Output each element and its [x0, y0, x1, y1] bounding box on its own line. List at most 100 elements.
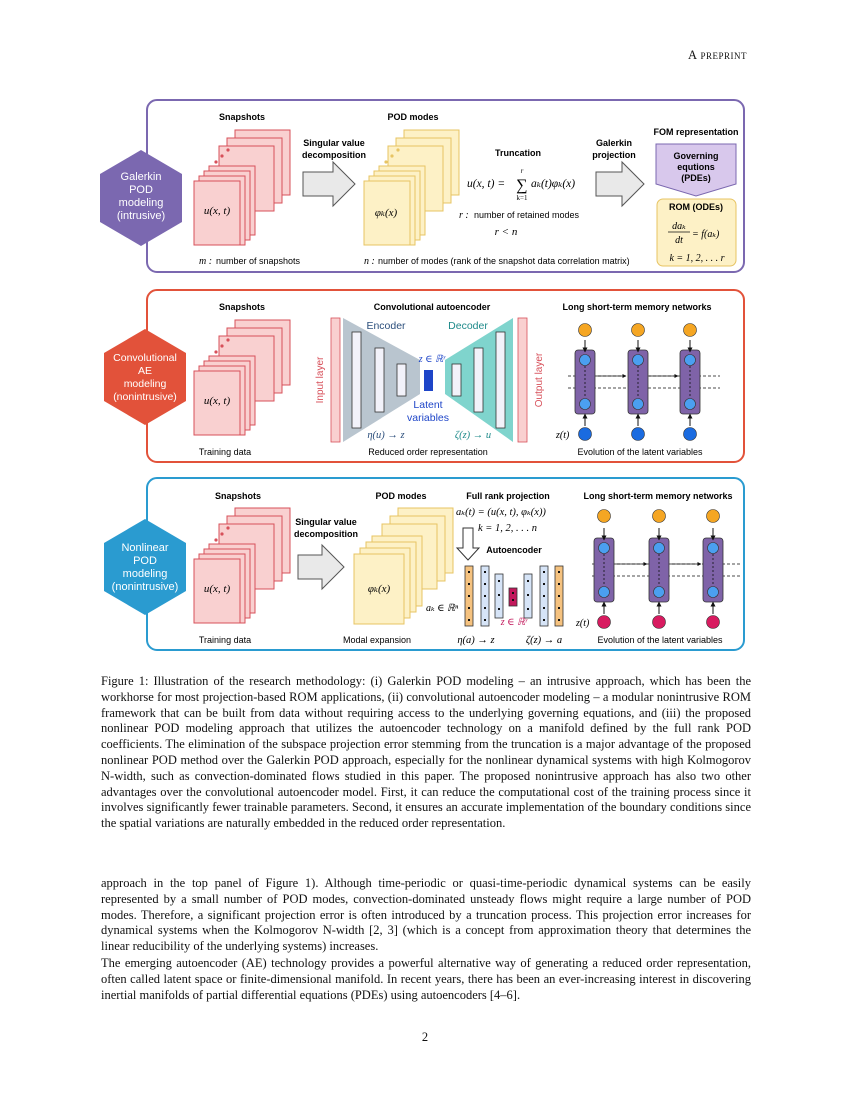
snapshot-dots — [214, 526, 230, 542]
hex-label-line: POD — [133, 555, 157, 567]
fom-box-line: equtions — [677, 162, 715, 172]
snapshots-title: Snapshots — [219, 302, 265, 312]
r-lt-n: r < n — [495, 226, 518, 238]
down-arrow — [455, 527, 481, 561]
pod-mode-stack — [363, 129, 460, 246]
rom-k: k = 1, 2, . . . r — [669, 253, 724, 264]
ak-label: aₖ ∈ ℝⁿ — [426, 603, 459, 614]
decoder-map: ζ(z) → u — [455, 430, 491, 441]
n-variable: n : — [364, 256, 375, 267]
svd-arrow — [302, 160, 356, 208]
rom-eq-rhs: = f(aₖ) — [692, 229, 720, 240]
snapshots-title: Snapshots — [215, 491, 261, 501]
frp-k: k = 1, 2, . . . n — [478, 523, 537, 534]
figure-caption: Figure 1: Illustration of the research m… — [101, 674, 751, 831]
m-variable: m : — [199, 256, 212, 267]
r-description: number of retained modes — [474, 210, 580, 220]
snapshot-dots — [214, 148, 230, 164]
svd-arrow — [297, 543, 345, 591]
hex-label-line: modeling — [119, 197, 164, 209]
lstm-diagram — [592, 509, 740, 629]
snapshot-stack — [193, 507, 291, 624]
training-data-label: Training data — [199, 447, 251, 457]
pod-modes-title: POD modes — [387, 112, 438, 122]
truncation-title: Truncation — [495, 148, 541, 158]
fom-title: FOM representation — [653, 127, 738, 137]
decoder-label: Decoder — [448, 320, 488, 332]
hexagon-badge — [100, 150, 182, 246]
svd-label: decomposition — [294, 529, 358, 539]
input-layer-bar — [330, 317, 341, 443]
panel-nonlinear-pod: Nonlinear POD modeling (nonintrusive) Sn… — [104, 477, 745, 651]
input-layer-label: Input layer — [315, 356, 326, 403]
fom-box-line: (PDEs) — [681, 173, 711, 183]
snapshot-math: u(x, t) — [204, 395, 231, 407]
hex-label-line: Nonlinear — [121, 542, 168, 554]
lstm-title: Long short-term memory networks — [562, 302, 711, 312]
encoder-map: η(u) → z — [367, 430, 404, 441]
training-data-label: Training data — [199, 635, 251, 645]
hex-label-line: modeling — [123, 568, 168, 580]
rom-eq-den: dt — [675, 235, 683, 246]
truncation-eq-left: u(x, t) = — [467, 178, 505, 190]
hex-label-line: POD — [129, 184, 153, 196]
conv-layers — [351, 331, 506, 429]
latent-z-label: z ∈ ℝʳ — [418, 354, 446, 365]
page-number: 2 — [421, 1030, 429, 1044]
pod-dots — [384, 148, 400, 164]
pod-mode-stack — [353, 507, 454, 625]
reduced-order-label: Reduced order representation — [368, 447, 488, 457]
decoder-map: ζ(z) → a — [526, 635, 562, 646]
methodology-figure: Galerkin POD modeling (intrusive) Snapsh… — [100, 99, 745, 651]
fom-box-line: Governing — [673, 151, 718, 161]
body-paragraph: approach in the top panel of Figure 1). … — [101, 876, 751, 954]
panel-galerkin-pod: Galerkin POD modeling (intrusive) Snapsh… — [100, 99, 745, 273]
truncation-sum-top: r — [521, 167, 524, 175]
pod-math: φₖ(x) — [368, 583, 391, 595]
galerkin-arrow — [595, 160, 645, 208]
lstm-diagram — [568, 323, 720, 441]
panel-convolutional-ae: Convolutional AE modeling (nonintrusive)… — [104, 289, 745, 463]
m-description: number of snapshots — [216, 256, 301, 266]
evolution-label: Evolution of the latent variables — [597, 635, 723, 645]
hex-label-line: (nonintrusive) — [112, 581, 179, 593]
n-description: number of modes (rank of the snapshot da… — [378, 256, 630, 266]
svd-label: Singular value — [303, 138, 365, 148]
snapshot-stack — [193, 319, 291, 436]
truncation-sum-bottom: k=1 — [517, 194, 528, 202]
r-variable: r : — [459, 210, 469, 221]
lstm-input-label: z(t) — [555, 430, 570, 441]
latent-z-label: z ∈ ℝʳ — [500, 617, 528, 628]
hex-label-line: AE — [138, 365, 152, 377]
snapshot-stack — [193, 129, 291, 246]
rom-box — [656, 198, 737, 267]
body-paragraph: The emerging autoencoder (AE) technology… — [101, 956, 751, 1002]
snapshot-math: u(x, t) — [204, 583, 231, 595]
rom-title: ROM (ODEs) — [669, 202, 723, 212]
modal-expansion-label: Modal expansion — [343, 635, 411, 645]
frp-title: Full rank projection — [466, 491, 550, 501]
galerkin-label: Galerkin — [596, 138, 632, 148]
encoder-map: η(a) → z — [457, 635, 494, 646]
hex-label-line: Convolutional — [113, 352, 177, 364]
latent-variables-label: Latent — [413, 399, 442, 411]
hex-label-line: (intrusive) — [117, 210, 165, 222]
autoencoder-title: Autoencoder — [486, 545, 542, 555]
lstm-title: Long short-term memory networks — [583, 491, 732, 501]
hexagon-badge — [104, 519, 186, 615]
rom-eq-num: daₖ — [672, 221, 686, 232]
pod-modes-title: POD modes — [375, 491, 426, 501]
latent-bar — [424, 370, 433, 391]
hexagon-badge — [104, 329, 186, 425]
cae-title: Convolutional autoencoder — [374, 302, 491, 312]
snapshot-dots — [214, 338, 230, 354]
snapshot-math: u(x, t) — [204, 205, 231, 217]
latent-variables-label: variables — [407, 412, 449, 424]
fom-box — [655, 143, 737, 197]
svd-label: Singular value — [295, 517, 357, 527]
output-layer-label: Output layer — [534, 352, 545, 407]
running-header: A preprint — [688, 48, 747, 62]
svd-label: decomposition — [302, 150, 366, 160]
evolution-label: Evolution of the latent variables — [577, 447, 703, 457]
truncation-eq-right: aₖ(t)φₖ(x) — [531, 178, 575, 190]
